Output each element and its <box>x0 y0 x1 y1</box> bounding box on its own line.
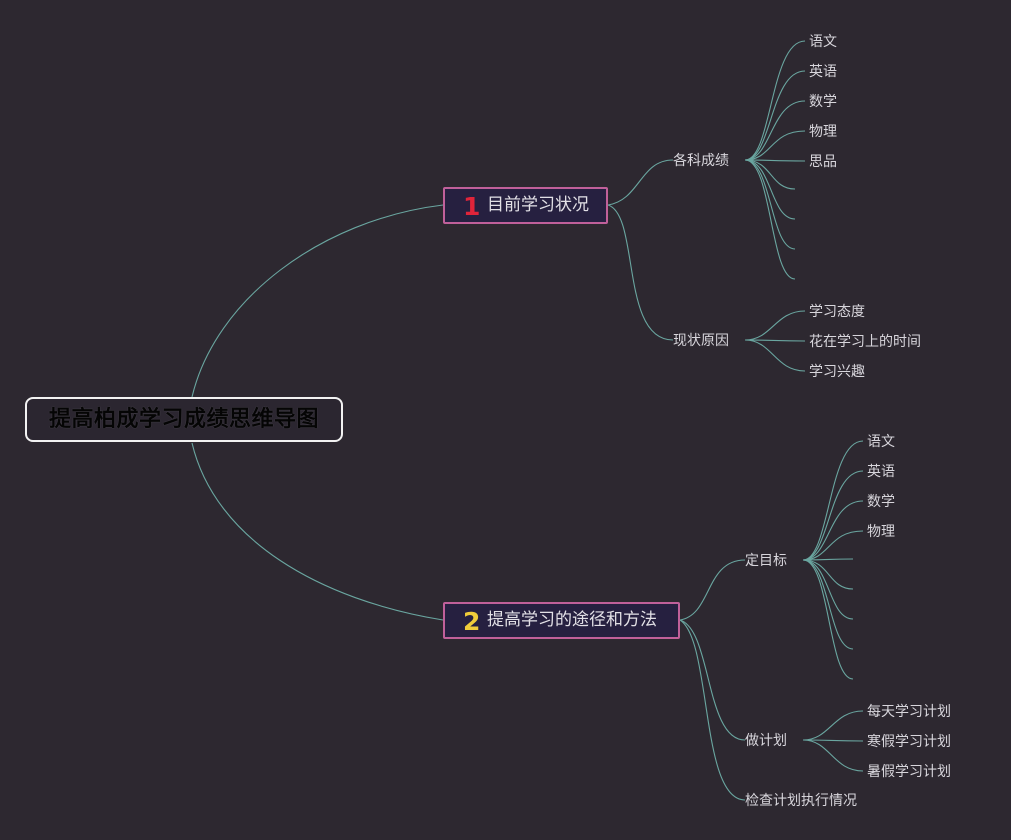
leaf-chinese[interactable]: 语文 <box>867 434 895 450</box>
leaf-connector-line <box>802 558 854 561</box>
subtopic-reasons[interactable]: 现状原因 <box>673 333 729 349</box>
topic-1-to-sub-line <box>607 204 674 341</box>
leaf-summer-plan[interactable]: 暑假学习计划 <box>867 764 951 780</box>
root-topic[interactable]: 提高柏成学习成绩思维导图 <box>25 397 343 442</box>
leaf-winter-plan[interactable]: 寒假学习计划 <box>867 734 951 750</box>
leaf-english[interactable]: 英语 <box>867 464 895 480</box>
leaf-connector-line <box>802 500 864 561</box>
leaf-connector-line <box>744 310 806 341</box>
leaf-chinese[interactable]: 语文 <box>809 34 837 50</box>
leaf-interest[interactable]: 学习兴趣 <box>809 364 865 380</box>
leaf-connector-line <box>744 40 806 161</box>
leaf-connector-line <box>744 159 806 162</box>
leaf-connector-line <box>744 130 806 161</box>
subtopic-make-plan[interactable]: 做计划 <box>745 733 787 749</box>
leaf-math[interactable]: 数学 <box>867 494 895 510</box>
leaf-physics[interactable]: 物理 <box>867 524 895 540</box>
topic-current-status[interactable]: 1 目前学习状况 <box>443 187 608 224</box>
topic-label: 提高学习的途径和方法 <box>487 610 657 630</box>
leaf-daily-plan[interactable]: 每天学习计划 <box>867 704 951 720</box>
subtopic-check-execution[interactable]: 检查计划执行情况 <box>745 793 857 809</box>
leaf-connector-line <box>802 440 864 561</box>
leaf-connector-line <box>802 739 864 772</box>
root-to-topic-2-line <box>191 442 444 621</box>
leaf-connector-line <box>802 559 854 590</box>
number-badge-2: 2 <box>463 607 481 636</box>
topic-2-to-sub-line <box>679 619 746 801</box>
number-badge-1: 1 <box>463 192 481 221</box>
leaf-study-time[interactable]: 花在学习上的时间 <box>809 334 921 350</box>
leaf-math[interactable]: 数学 <box>809 94 837 110</box>
leaf-connector-line <box>802 559 854 680</box>
leaf-english[interactable]: 英语 <box>809 64 837 80</box>
leaf-connector-line <box>802 530 864 561</box>
topic-2-to-sub-line <box>679 619 746 741</box>
leaf-connector-line <box>744 159 796 190</box>
leaf-morality[interactable]: 思品 <box>809 154 837 170</box>
topic-2-to-sub-line <box>679 559 746 621</box>
leaf-connector-line <box>744 159 796 220</box>
leaf-connector-line <box>802 710 864 741</box>
topic-improvement-methods[interactable]: 2 提高学习的途径和方法 <box>443 602 680 639</box>
leaf-connector-line <box>744 100 806 161</box>
leaf-connector-line <box>744 159 796 280</box>
leaf-connector-line <box>744 339 806 372</box>
leaf-connector-line <box>744 70 806 161</box>
root-to-topic-1-line <box>191 204 444 398</box>
leaf-connector-line <box>802 559 854 620</box>
leaf-connector-line <box>802 470 864 561</box>
subtopic-subject-scores[interactable]: 各科成绩 <box>673 153 729 169</box>
topic-1-to-sub-line <box>607 159 674 206</box>
leaf-physics[interactable]: 物理 <box>809 124 837 140</box>
leaf-attitude[interactable]: 学习态度 <box>809 304 865 320</box>
topic-label: 目前学习状况 <box>487 195 589 215</box>
subtopic-set-goals[interactable]: 定目标 <box>745 553 787 569</box>
